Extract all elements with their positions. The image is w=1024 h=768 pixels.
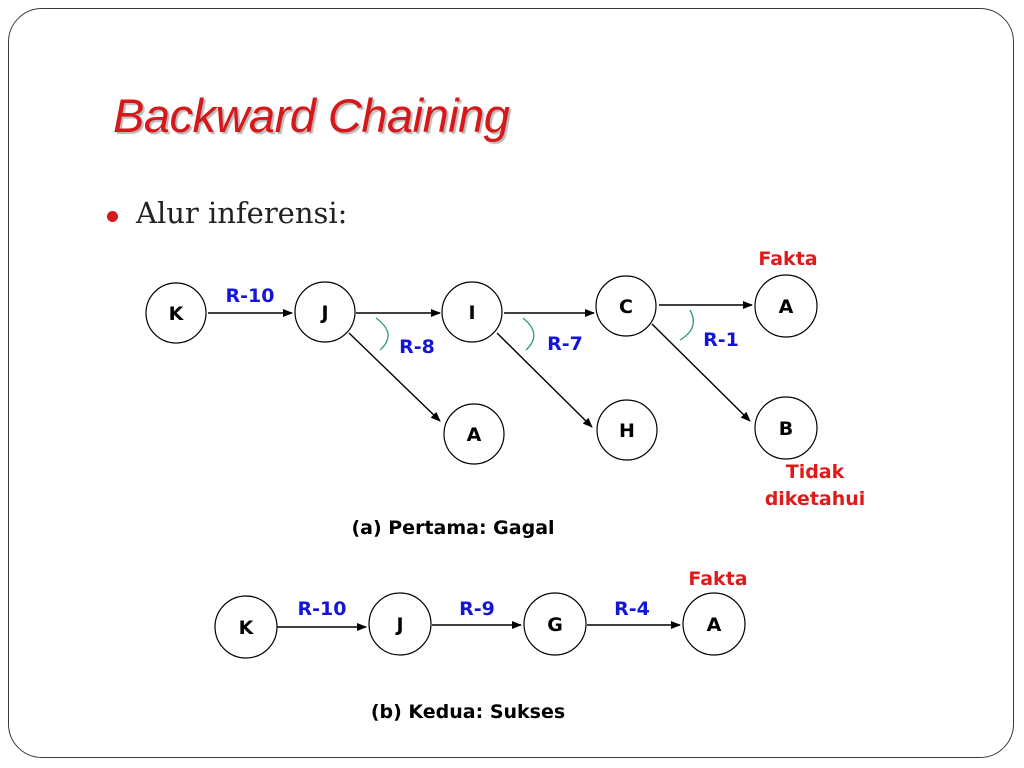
node-g: G (523, 592, 587, 656)
node-h: H (596, 399, 658, 461)
svg-text:A: A (707, 614, 722, 636)
rule-label-r1: R-1 (703, 329, 739, 351)
note-fakta: Fakta (758, 248, 817, 270)
node-i: I (441, 281, 503, 343)
caption-a: (a) Pertama: Gagal (351, 517, 554, 539)
node-j: J (294, 281, 356, 343)
note-diketahui: diketahui (765, 488, 866, 510)
svg-text:H: H (619, 420, 635, 442)
node-k-b: K (214, 595, 278, 659)
caption-b: (b) Kedua: Sukses (371, 701, 565, 723)
bullet-text: Alur inferensi: (136, 196, 348, 230)
svg-text:K: K (169, 303, 185, 325)
diagram-b: K J G A R-10 R-9 R-4 Fakta (b) Kedua: Su… (214, 568, 748, 723)
rule-label-r10: R-10 (226, 285, 275, 307)
node-j-b: J (368, 592, 432, 656)
node-b: B (754, 396, 818, 460)
node-a-b: A (682, 592, 746, 656)
rule-label-r10-b: R-10 (298, 598, 347, 620)
note-tidak: Tidak (786, 461, 845, 483)
rule-label-r4: R-4 (614, 598, 650, 620)
svg-text:I: I (468, 302, 475, 324)
node-a-fakta: A (754, 274, 818, 338)
edge-j-a (348, 332, 441, 422)
slide-title: Backward Chaining (113, 89, 510, 142)
bullet-dot-icon (107, 211, 118, 222)
svg-text:J: J (394, 614, 403, 636)
and-arc-r8 (375, 317, 389, 351)
edge-i-h (496, 332, 593, 428)
rule-label-r8: R-8 (399, 336, 435, 358)
diagram-a: K J I C A A H B R-10 (145, 248, 866, 539)
note-fakta-b: Fakta (688, 568, 747, 590)
rule-label-r9: R-9 (459, 598, 495, 620)
node-k: K (145, 282, 207, 344)
rule-label-r7: R-7 (547, 333, 583, 355)
and-arc-r1 (679, 309, 694, 341)
svg-text:B: B (779, 418, 793, 440)
svg-text:K: K (239, 617, 255, 639)
and-arc-r7 (522, 317, 535, 351)
slide-frame (8, 8, 1014, 758)
edge-c-b (651, 323, 751, 422)
node-c: C (595, 275, 657, 337)
svg-text:J: J (319, 302, 328, 324)
svg-text:A: A (467, 424, 482, 446)
svg-text:A: A (779, 296, 794, 318)
svg-text:C: C (619, 296, 633, 318)
svg-text:G: G (547, 614, 563, 636)
node-a: A (443, 403, 505, 465)
